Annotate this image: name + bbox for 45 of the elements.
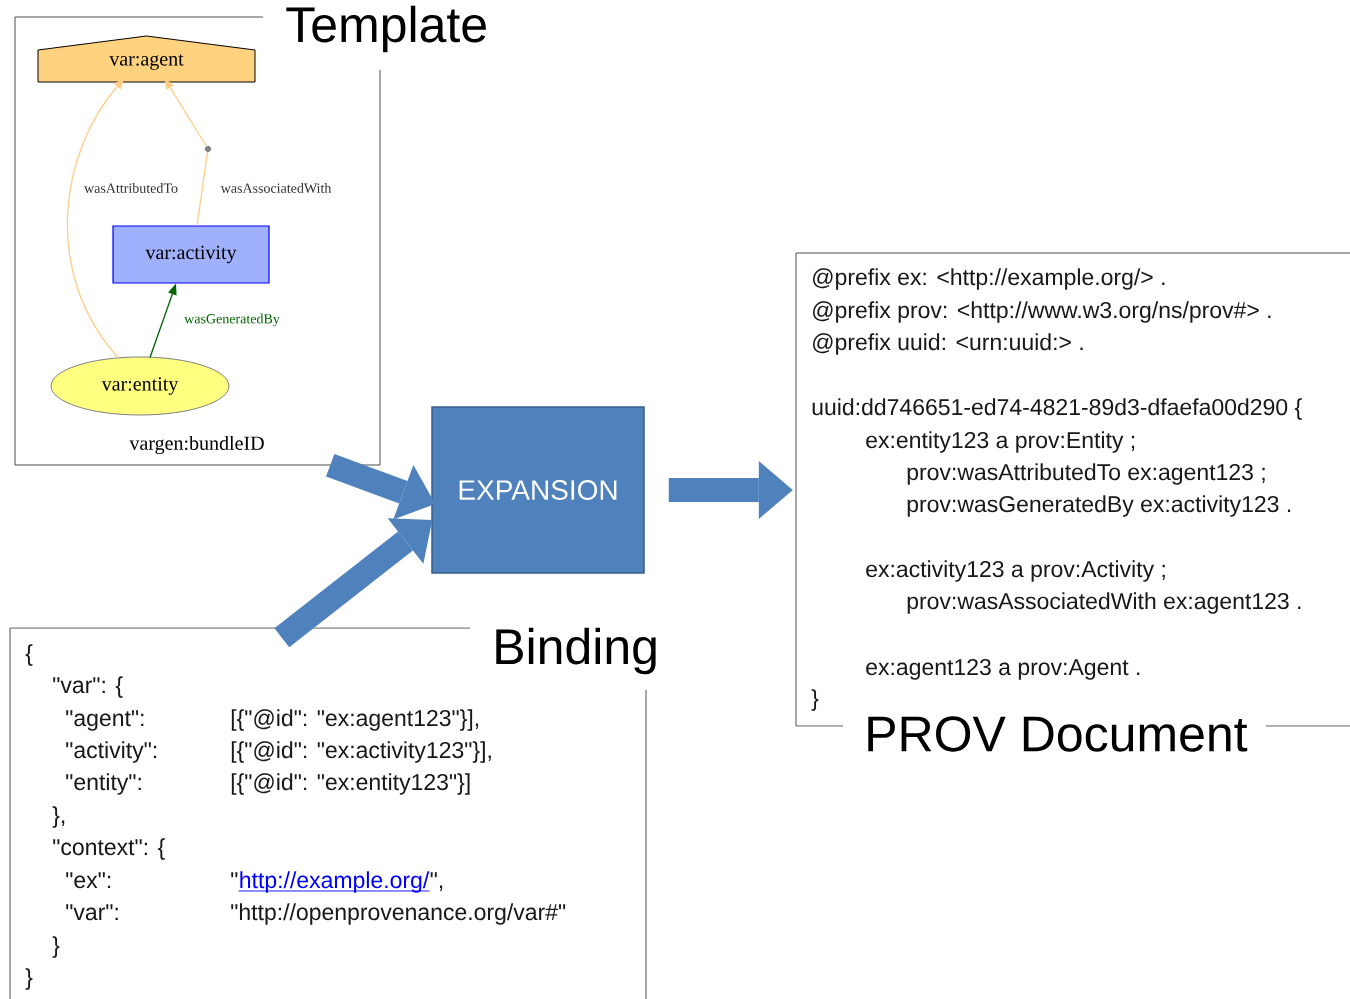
- code-line: prov:wasAssociatedWith ex:agent123 .: [907, 592, 1301, 614]
- code-line: ex:activity123 a prov:Activity ;: [866, 560, 1165, 582]
- block-arrow: [274, 518, 433, 648]
- code-line: @prefix prov: <http://www.w3.org/ns/prov#> .: [813, 301, 1271, 323]
- code-line: "activity":: [66, 741, 157, 763]
- code-line: prov:wasAttributedTo ex:agent123 ;: [907, 463, 1265, 485]
- block-arrow: [326, 453, 436, 520]
- arrow: [67, 78, 125, 359]
- code-line: {: [25, 644, 33, 666]
- code-line: "var": {: [53, 676, 123, 698]
- code-line: @prefix uuid: <urn:uuid:> .: [813, 333, 1083, 355]
- edge-label: wasAttributedTo: [83, 182, 179, 194]
- connector-line: [196, 151, 209, 227]
- code-line: ": [231, 872, 238, 878]
- code-line: ",: [430, 872, 443, 891]
- code-line: [{"@id": "ex:entity123"}]: [231, 773, 470, 795]
- code-line: "entity":: [66, 773, 141, 795]
- code-line: ex:agent123 a prov:Agent .: [866, 658, 1140, 680]
- code-line: }: [811, 689, 819, 711]
- code-line: @prefix ex: <http://example.org/> .: [813, 268, 1165, 290]
- code-line: uuid:dd746651-ed74-4821-89d3-dfaefa00d290 {: [812, 398, 1302, 420]
- code-line: [{"@id": "ex:agent123"}],: [231, 709, 479, 731]
- arrow: [164, 78, 207, 147]
- code-line: prov:wasGeneratedBy ex:activity123 .: [907, 495, 1291, 517]
- panel-heading: Binding: [496, 627, 656, 675]
- block-arrow: [668, 461, 793, 519]
- edge-label: wasAssociatedWith: [219, 182, 333, 194]
- code-line: }: [25, 968, 33, 990]
- activity-box: var:activity: [112, 225, 270, 284]
- link: http://example.org/: [238, 871, 430, 893]
- code-line: "ex":: [66, 872, 111, 889]
- code-line: }: [52, 936, 60, 958]
- panel-heading: Template: [286, 5, 486, 53]
- arrow: [149, 283, 177, 359]
- process-box: EXPANSION: [431, 406, 645, 574]
- code-line: [{"@id": "ex:activity123"}],: [231, 741, 491, 763]
- code-line: "agent":: [66, 710, 144, 731]
- code-line: "context": {: [53, 838, 165, 860]
- code-line: ex:entity123 a prov:Entity ;: [866, 431, 1135, 453]
- code-line: "http://openprovenance.org/var#": [231, 903, 566, 925]
- code-line: "var":: [66, 904, 118, 921]
- bundle-label: vargen:bundleID: [129, 435, 264, 455]
- code-line: },: [52, 806, 65, 828]
- edge-label: wasGeneratedBy: [183, 312, 281, 328]
- panel-heading: PROV Document: [868, 716, 1248, 752]
